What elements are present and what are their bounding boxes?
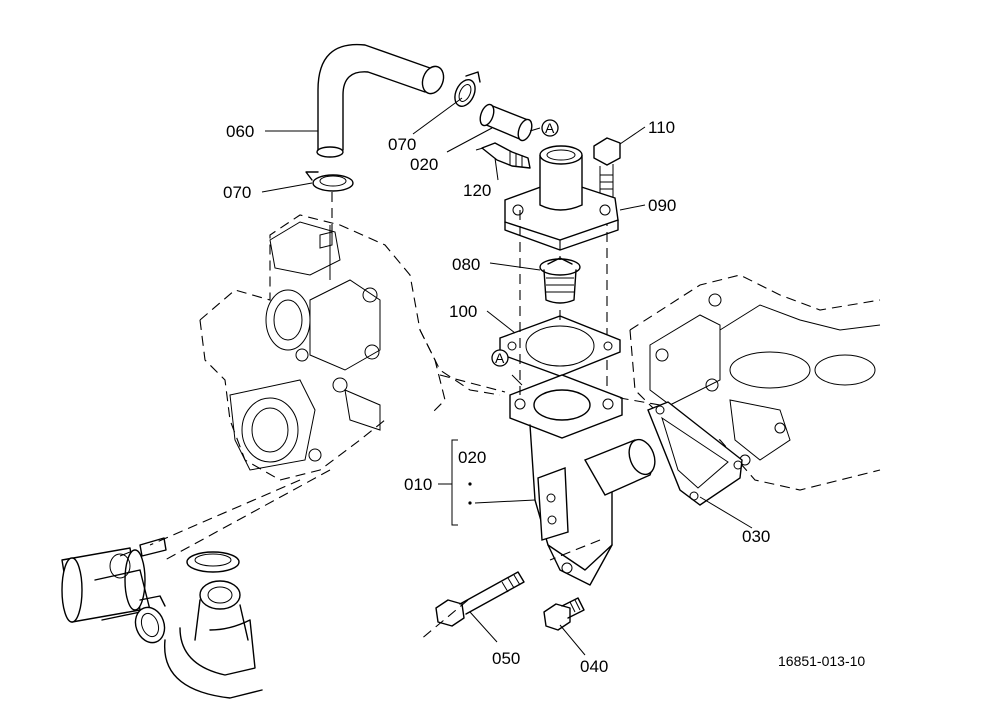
reference-code: 16851-013-10 — [778, 653, 865, 669]
marker-a-lower-text: A — [495, 350, 505, 366]
marker-a-lower: A — [491, 349, 509, 367]
hose-clamp-070-lower — [305, 171, 354, 240]
gasket-100 — [499, 315, 621, 377]
pipe-020 — [479, 103, 533, 142]
label-020-pipe: 020 — [410, 155, 438, 174]
label-030: 030 — [742, 527, 770, 546]
label-020-set: 020 — [458, 448, 486, 467]
label-060: 060 — [226, 122, 254, 141]
label-040: 040 — [580, 657, 608, 676]
label-070-lower: 070 — [223, 183, 251, 202]
water-flange-010 — [509, 374, 656, 586]
thermostat-080 — [539, 257, 581, 304]
label-050: 050 — [492, 649, 520, 668]
engine-water-pump-housing — [199, 214, 501, 481]
marker-a-upper-text: A — [545, 120, 555, 136]
thermostat-cover-090 — [504, 145, 619, 251]
marker-a-upper: A — [541, 119, 559, 137]
label-080: 080 — [452, 255, 480, 274]
leader-lines — [261, 97, 753, 656]
hose-060 — [316, 43, 445, 158]
gasket-030 — [647, 401, 743, 506]
alignment-lines — [149, 210, 661, 641]
label-120: 120 — [463, 181, 491, 200]
hose-clamp-070-upper — [454, 71, 481, 107]
label-090: 090 — [648, 196, 676, 215]
label-110: 110 — [648, 118, 675, 137]
engine-cylinder-head — [629, 274, 881, 491]
set-bracket-dots — [468, 482, 472, 505]
bypass-pipe-assembly — [61, 537, 263, 699]
part-labels: 060 070 070 020 120 110 090 080 100 010 … — [223, 118, 865, 676]
label-100: 100 — [449, 302, 477, 321]
bolt-040 — [543, 597, 585, 631]
label-070-upper: 070 — [388, 135, 416, 154]
temperature-sensor-120 — [475, 142, 531, 169]
label-010: 010 — [404, 475, 432, 494]
bolt-050 — [435, 571, 525, 627]
